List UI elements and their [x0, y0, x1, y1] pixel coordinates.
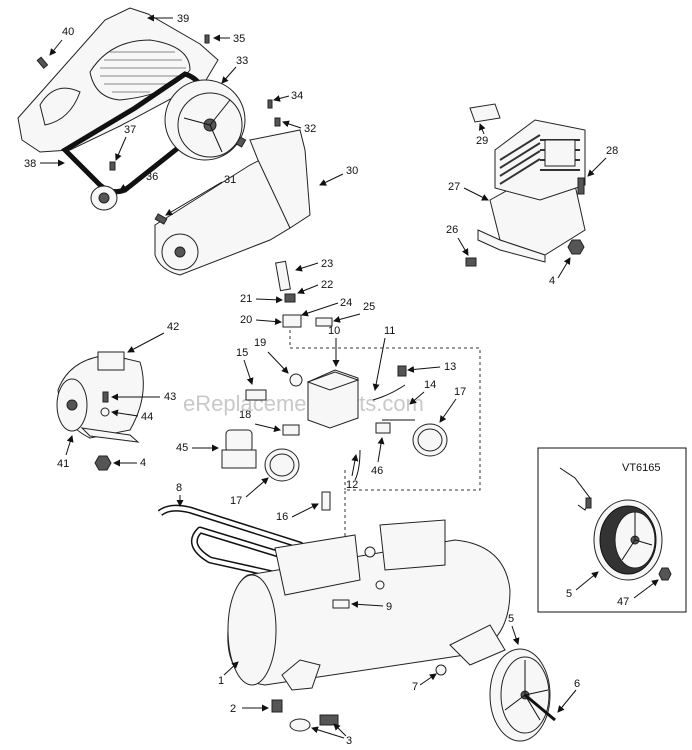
callout-30: 30 [346, 165, 358, 177]
callout-layer: 40 39 35 33 34 32 37 38 36 31 30 28 [24, 13, 659, 747]
screw [235, 136, 247, 148]
callout-4-pump: 4 [549, 275, 555, 287]
flywheel [164, 79, 246, 161]
callout-21: 21 [240, 293, 252, 305]
callout-16-lower: 16 [276, 511, 288, 523]
callout-14: 14 [424, 379, 436, 391]
pressure-gauge-left [264, 448, 300, 482]
callout-3: 3 [346, 735, 352, 747]
callout-35: 35 [233, 33, 245, 45]
callout-46: 46 [371, 465, 383, 477]
callout-47: 47 [617, 596, 629, 608]
check-valve [245, 389, 267, 401]
pressure-gauge-right [412, 423, 448, 457]
callout-27: 27 [448, 181, 460, 193]
pump-head [469, 103, 586, 263]
inset-label: VT6165 [622, 462, 661, 474]
callout-5-inset: 5 [566, 588, 572, 600]
screw [267, 99, 273, 109]
air-tank [227, 519, 511, 691]
screw [154, 213, 168, 225]
callout-10: 10 [328, 325, 340, 337]
callout-43: 43 [164, 391, 176, 403]
pressure-switch [306, 369, 360, 429]
callout-39: 39 [177, 13, 189, 25]
callout-29: 29 [476, 135, 488, 147]
nut-inset [658, 567, 672, 581]
rear-belt-guard [154, 129, 311, 276]
callout-17-left: 17 [230, 495, 242, 507]
callout-28: 28 [606, 145, 618, 157]
callout-23: 23 [321, 258, 333, 270]
callout-7: 7 [412, 681, 418, 693]
callout-5-main: 5 [508, 613, 514, 625]
callout-1: 1 [218, 675, 224, 687]
nipple-fitting [282, 424, 300, 436]
regulator [221, 429, 257, 469]
key [109, 161, 116, 171]
callout-26: 26 [446, 224, 458, 236]
callout-4-motor: 4 [140, 457, 146, 469]
callout-15: 15 [236, 347, 248, 359]
tee-fitting [282, 314, 302, 328]
motor-pulley [90, 185, 118, 211]
fitting [465, 257, 477, 267]
callout-41: 41 [57, 458, 69, 470]
bolt [271, 699, 283, 713]
elbow-fitting [289, 373, 303, 387]
callout-13: 13 [444, 361, 456, 373]
callout-25: 25 [363, 301, 375, 313]
drain-tube [354, 449, 361, 481]
nut [94, 455, 112, 471]
callout-33: 33 [236, 55, 248, 67]
connector [315, 317, 333, 327]
unloader-tube [372, 384, 406, 401]
inset-box: VT6165 [537, 447, 687, 613]
screw [204, 34, 210, 44]
callout-18: 18 [239, 409, 251, 421]
fitting-nut [284, 293, 296, 303]
callout-45: 45 [176, 442, 188, 454]
callout-42: 42 [167, 321, 179, 333]
callout-24: 24 [340, 297, 352, 309]
washer [100, 407, 110, 417]
callout-20: 20 [240, 314, 252, 326]
electric-motor [56, 351, 144, 443]
screw [397, 365, 407, 377]
callout-22: 22 [321, 279, 333, 291]
callout-9: 9 [386, 601, 392, 613]
drain-valve [332, 599, 350, 609]
callout-37: 37 [124, 124, 136, 136]
callout-40: 40 [62, 26, 74, 38]
callout-12: 12 [346, 479, 358, 491]
nut [435, 664, 447, 676]
screw [274, 117, 281, 127]
callout-34: 34 [291, 90, 303, 102]
screw [36, 56, 49, 69]
callout-6: 6 [574, 678, 580, 690]
connection-path [289, 330, 481, 545]
nut [567, 239, 585, 255]
callout-19: 19 [254, 337, 266, 349]
watermark: eReplacementParts.com [183, 391, 424, 416]
screw [102, 391, 109, 403]
callout-17-right: 17 [454, 386, 466, 398]
callout-38: 38 [24, 158, 36, 170]
callout-31: 31 [224, 174, 236, 186]
fitting-tube [275, 260, 291, 292]
wheel [489, 648, 556, 742]
rubber-foot-pad [319, 714, 339, 726]
bolt [577, 177, 585, 195]
callout-2: 2 [230, 703, 236, 715]
callout-36: 36 [146, 171, 158, 183]
safety-valve [321, 491, 331, 511]
bushing [375, 422, 391, 434]
callout-32: 32 [304, 123, 316, 135]
rubber-foot [289, 718, 311, 732]
callout-44: 44 [141, 411, 153, 423]
callout-11: 11 [384, 325, 395, 337]
callout-8: 8 [176, 482, 182, 494]
